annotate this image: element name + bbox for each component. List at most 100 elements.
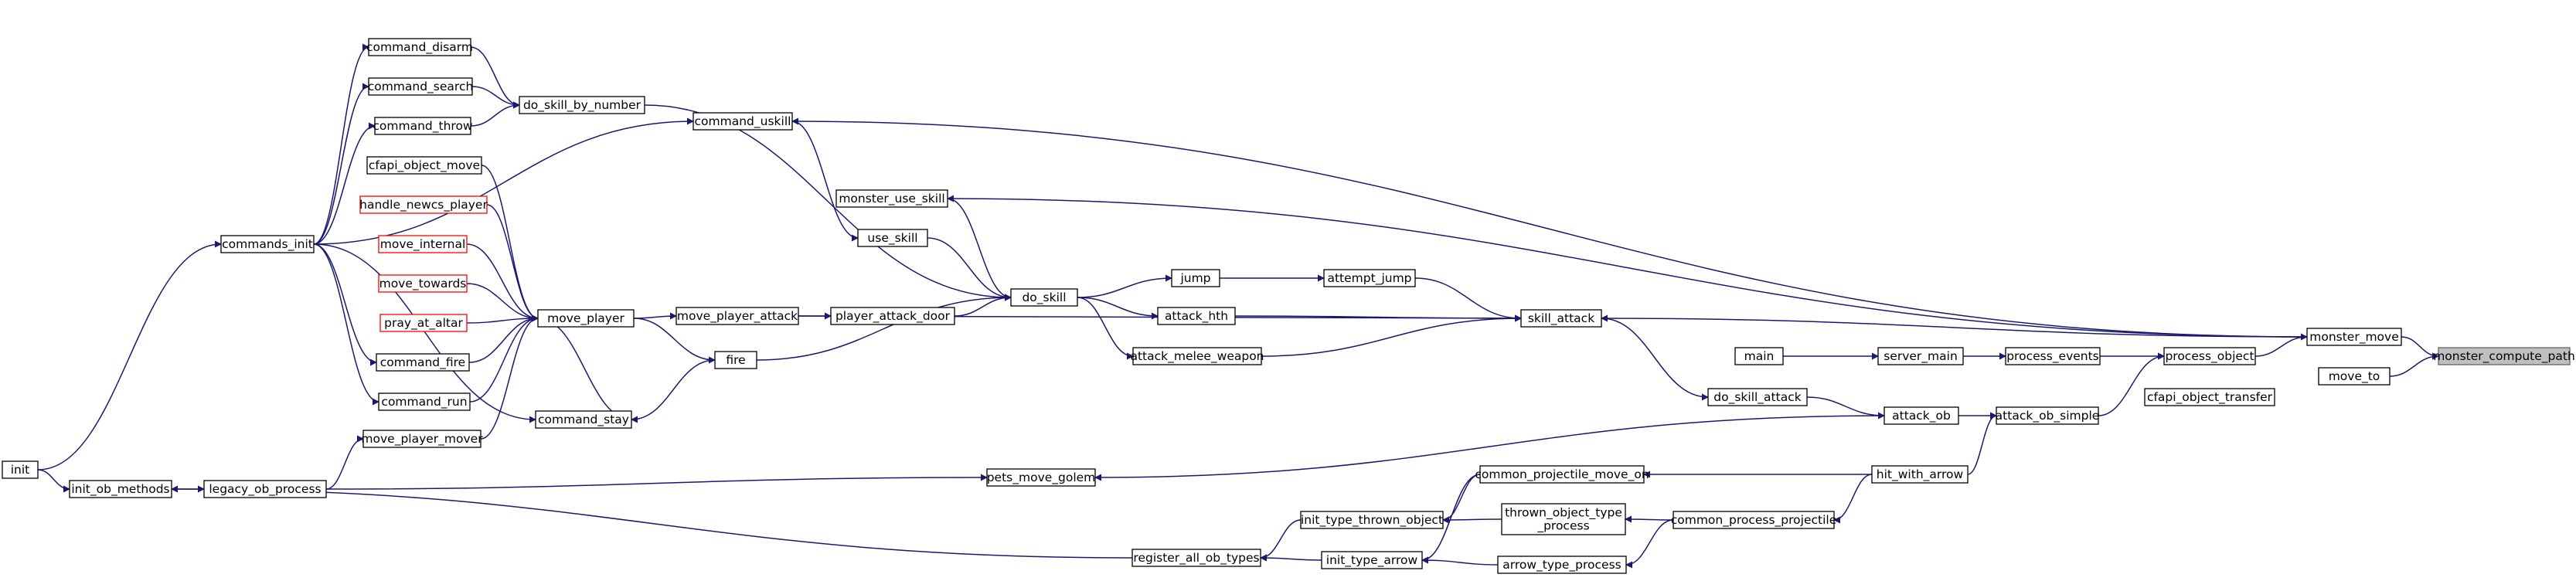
node-label: server_main bbox=[1884, 349, 1958, 364]
node-box bbox=[1871, 465, 1969, 484]
node-attack-hth[interactable]: attack_hth bbox=[1157, 307, 1236, 325]
node-label: hit_with_arrow bbox=[1877, 467, 1964, 482]
node-fire[interactable]: fire bbox=[714, 351, 757, 369]
node-monster-compute-path[interactable]: monster_compute_path bbox=[2433, 347, 2575, 365]
node-box bbox=[1300, 511, 1444, 529]
node-label-line: init bbox=[11, 463, 30, 477]
node-box bbox=[835, 189, 948, 208]
node-command-disarm[interactable]: command_disarm bbox=[366, 38, 473, 56]
node-label: command_disarm bbox=[366, 40, 473, 55]
edge-register-all-ob-types-to-init-ob-methods bbox=[171, 485, 1133, 559]
node-label-line: attack_ob_simple bbox=[1996, 409, 2100, 423]
node-init[interactable]: init bbox=[2, 460, 39, 479]
node-command-throw[interactable]: command_throw bbox=[373, 117, 473, 135]
node-box bbox=[986, 468, 1096, 487]
node-hit-with-arrow[interactable]: hit_with_arrow bbox=[1871, 465, 1969, 484]
node-label-line: move_player_attack bbox=[677, 309, 798, 324]
node-command-run[interactable]: command_run bbox=[378, 392, 471, 411]
node-do-skill-attack[interactable]: do_skill_attack bbox=[1707, 388, 1808, 406]
node-command-stay[interactable]: command_stay bbox=[535, 410, 632, 429]
node-box bbox=[692, 112, 793, 131]
edge-move-towards-to-move-player bbox=[466, 283, 539, 322]
edge-commands-init-to-command-uskill bbox=[313, 117, 694, 245]
edge-common-process-projectile-to-arrow-type-process bbox=[1625, 519, 1674, 569]
node-monster-move[interactable]: monster_move bbox=[2306, 328, 2402, 346]
node-label-line: monster_move bbox=[2309, 330, 2399, 345]
node-label: jump bbox=[1179, 271, 1210, 285]
node-label: do_skill bbox=[1022, 290, 1066, 305]
node-move-internal[interactable]: move_internal bbox=[378, 235, 468, 253]
node-move-player-attack[interactable]: move_player_attack bbox=[675, 307, 799, 325]
node-do-skill-by-number[interactable]: do_skill_by_number bbox=[519, 96, 645, 114]
node-move-to[interactable]: move_to bbox=[2318, 367, 2391, 386]
node-thrown-object-type-process[interactable]: thrown_object_type_process bbox=[1501, 503, 1626, 535]
node-move-player-mover[interactable]: move_player_mover bbox=[361, 430, 483, 448]
node-label-line: move_towards bbox=[379, 277, 467, 291]
node-init-ob-methods[interactable]: init_ob_methods bbox=[69, 480, 172, 498]
node-label: legacy_ob_process bbox=[209, 482, 321, 497]
node-box bbox=[2144, 388, 2275, 406]
node-attack-ob-simple[interactable]: attack_ob_simple bbox=[1996, 406, 2100, 425]
node-common-projectile-move-on[interactable]: common_projectile_move_on bbox=[1475, 465, 1649, 484]
node-label: attack_hth bbox=[1165, 309, 1228, 324]
node-handle-newcs-player[interactable]: handle_newcs_player bbox=[359, 195, 488, 214]
edge-attack-melee-weapon-to-skill-attack bbox=[1261, 314, 1522, 357]
node-command-uskill[interactable]: command_uskill bbox=[692, 112, 793, 131]
node-box bbox=[714, 351, 757, 369]
node-label-line: attack_melee_weapon bbox=[1130, 349, 1264, 364]
node-label-line: command_uskill bbox=[695, 114, 791, 129]
node-label: pray_at_altar bbox=[384, 316, 463, 331]
node-attack-melee-weapon[interactable]: attack_melee_weapon bbox=[1130, 347, 1264, 365]
node-server-main[interactable]: server_main bbox=[1877, 347, 1964, 365]
node-move-towards[interactable]: move_towards bbox=[378, 274, 468, 293]
node-legacy-ob-process[interactable]: legacy_ob_process bbox=[203, 480, 327, 498]
edge-legacy-ob-process-to-move-player-mover bbox=[325, 435, 364, 490]
node-pray-at-altar[interactable]: pray_at_altar bbox=[379, 314, 468, 332]
node-common-process-projectile[interactable]: common_process_projectile bbox=[1671, 511, 1837, 529]
node-register-all-ob-types[interactable]: register_all_ob_types bbox=[1131, 549, 1261, 567]
node-command-fire[interactable]: command_fire bbox=[376, 353, 470, 372]
node-box bbox=[1877, 347, 1964, 365]
edge-command-throw-to-do-skill-by-number bbox=[470, 101, 520, 127]
node-box bbox=[1497, 556, 1627, 574]
node-skill-attack[interactable]: skill_attack bbox=[1520, 309, 1602, 328]
node-cfapi-object-move[interactable]: cfapi_object_move bbox=[366, 156, 482, 175]
node-attack-ob[interactable]: attack_ob bbox=[1884, 406, 1959, 425]
node-use-skill[interactable]: use_skill bbox=[857, 229, 928, 247]
edge-monster-move-to-command-uskill bbox=[791, 117, 2308, 338]
node-label: init_type_arrow bbox=[1326, 553, 1418, 568]
node-label: do_skill_by_number bbox=[523, 98, 641, 113]
node-label: monster_compute_path bbox=[2433, 349, 2575, 364]
edge-monster-move-to-skill-attack bbox=[1601, 314, 2308, 338]
node-label: process_object bbox=[2165, 349, 2254, 364]
node-label: handle_newcs_player bbox=[359, 198, 488, 212]
node-move-player[interactable]: move_player bbox=[537, 309, 635, 328]
node-monster-use-skill[interactable]: monster_use_skill bbox=[835, 189, 948, 208]
node-main[interactable]: main bbox=[1734, 347, 1784, 365]
node-label: fire bbox=[726, 353, 745, 367]
node-commands-init[interactable]: commands_init bbox=[220, 235, 315, 253]
node-do-skill[interactable]: do_skill bbox=[1010, 288, 1078, 307]
node-init-type-thrown-object[interactable]: init_type_thrown_object bbox=[1300, 511, 1444, 529]
edge-fire-to-do-skill bbox=[756, 294, 1012, 361]
node-process-events[interactable]: process_events bbox=[2005, 347, 2101, 365]
node-init-type-arrow[interactable]: init_type_arrow bbox=[1321, 551, 1423, 569]
node-arrow-type-process[interactable]: arrow_type_process bbox=[1497, 556, 1627, 574]
node-label-line: attack_ob bbox=[1892, 409, 1951, 423]
node-box bbox=[2438, 347, 2571, 365]
node-box bbox=[1131, 549, 1261, 567]
node-cfapi-object-transfer[interactable]: cfapi_object_transfer bbox=[2144, 388, 2275, 406]
node-jump[interactable]: jump bbox=[1171, 269, 1220, 287]
node-attempt-jump[interactable]: attempt_jump bbox=[1323, 269, 1416, 287]
node-pets-move-golem[interactable]: pets_move_golem bbox=[986, 468, 1096, 487]
node-command-search[interactable]: command_search bbox=[368, 77, 474, 96]
node-player-attack-door[interactable]: player_attack_door bbox=[830, 307, 955, 325]
edge-handle-newcs-player-to-move-player bbox=[486, 204, 539, 322]
node-label-line: thrown_object_type bbox=[1505, 506, 1622, 521]
node-label-line: handle_newcs_player bbox=[359, 198, 488, 212]
node-process-object[interactable]: process_object bbox=[2163, 347, 2256, 365]
node-label: command_search bbox=[368, 80, 474, 94]
node-label: command_fire bbox=[380, 355, 465, 370]
node-label-line: init_ob_methods bbox=[71, 482, 169, 497]
node-label-line: fire bbox=[726, 353, 745, 367]
